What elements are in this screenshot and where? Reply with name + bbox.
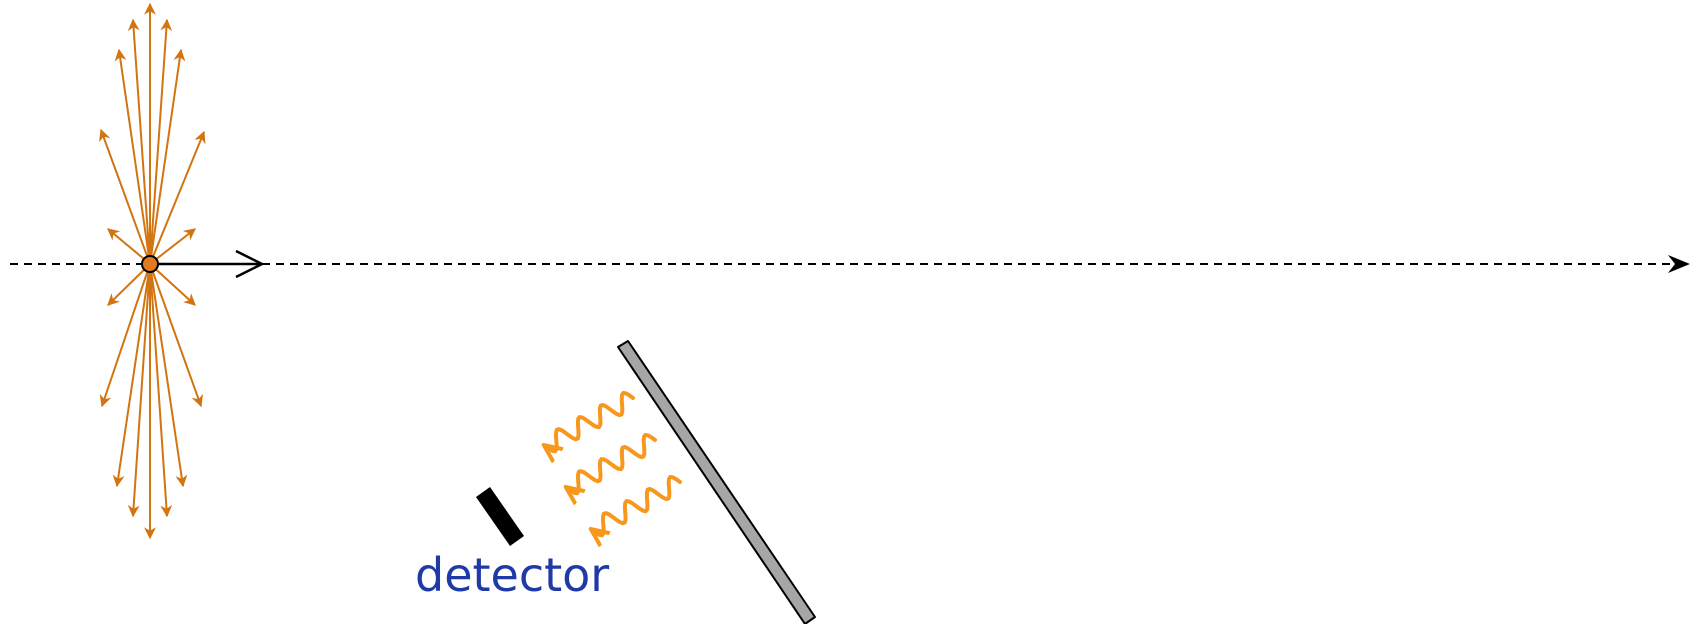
field-arrow xyxy=(99,128,151,265)
field-arrow xyxy=(107,263,151,306)
field-arrow xyxy=(99,263,151,408)
field-arrow xyxy=(149,130,206,265)
field-arrow xyxy=(149,263,203,408)
field-arrows xyxy=(99,2,206,540)
dashed-axis-arrow xyxy=(10,255,1690,273)
field-arrow xyxy=(127,263,151,518)
photon-wave xyxy=(592,474,682,535)
field-arrow xyxy=(149,263,173,518)
photon-wave xyxy=(545,390,635,451)
field-arrow xyxy=(149,263,196,306)
field-arrow xyxy=(149,263,188,488)
mirror-plate xyxy=(617,340,816,624)
field-arrow xyxy=(149,18,173,265)
velocity-arrow xyxy=(150,249,265,279)
detector-block xyxy=(476,487,524,546)
field-arrow xyxy=(107,228,151,265)
field-arrow xyxy=(114,48,151,265)
field-arrow xyxy=(127,18,151,265)
field-arrow xyxy=(112,263,151,488)
photons xyxy=(545,390,682,535)
field-arrow xyxy=(149,48,186,265)
field-arrow xyxy=(149,228,196,265)
detector-label: detector xyxy=(415,548,610,602)
photon-wave xyxy=(567,432,657,493)
point-charge xyxy=(141,255,159,273)
